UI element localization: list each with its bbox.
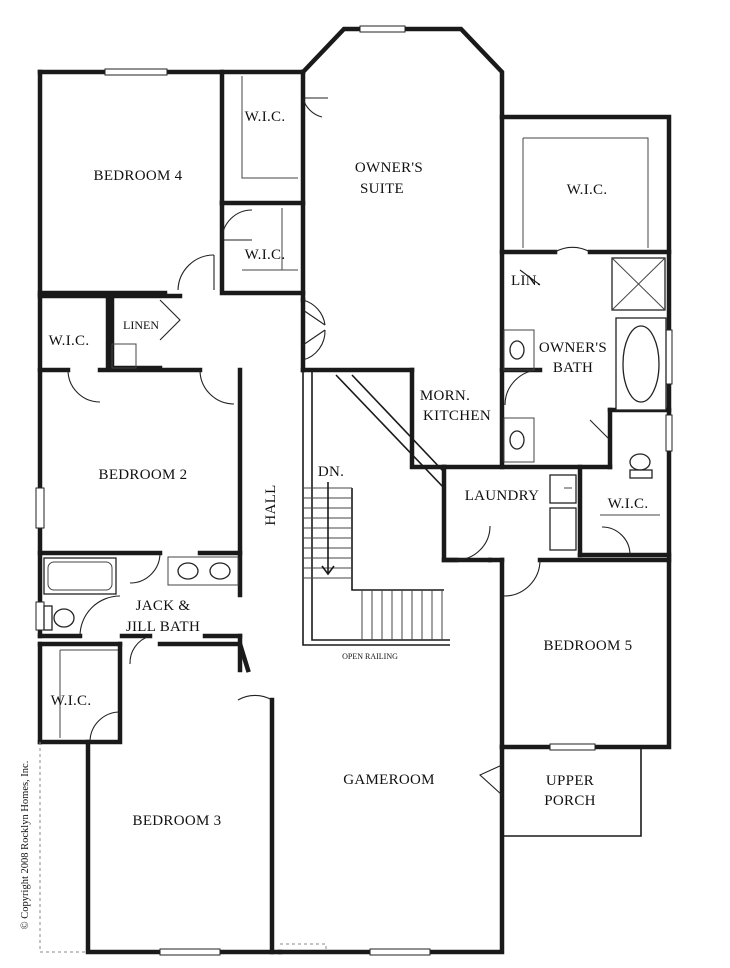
interior-walls bbox=[37, 69, 672, 955]
fixtures bbox=[43, 257, 667, 631]
owners-suite-label-1: OWNER'S bbox=[355, 160, 423, 176]
jack-jill-label-1: JACK & bbox=[136, 598, 191, 614]
wic-bed3-label: W.I.C. bbox=[51, 693, 92, 709]
owners-bath-label-1: OWNER'S bbox=[539, 340, 607, 356]
bedroom-3-label: BEDROOM 3 bbox=[133, 813, 222, 829]
morn-kitchen-label-2: KITCHEN bbox=[423, 408, 491, 424]
stairs bbox=[302, 370, 450, 646]
linen-label: LINEN bbox=[123, 318, 159, 332]
bedroom-2-label: BEDROOM 2 bbox=[99, 467, 188, 483]
morn-kitchen-label-1: MORN. bbox=[420, 388, 470, 404]
wic-owner-label: W.I.C. bbox=[567, 182, 608, 198]
open-railing-label: OPEN RAILING bbox=[342, 652, 398, 661]
hall-label: HALL bbox=[263, 484, 279, 525]
wic-bed5-label: W.I.C. bbox=[608, 496, 649, 512]
lin-label: LIN. bbox=[511, 273, 541, 289]
owners-suite-label-2: SUITE bbox=[360, 181, 404, 197]
owners-bath-label-2: BATH bbox=[553, 360, 593, 376]
bedroom-4-label: BEDROOM 4 bbox=[94, 168, 183, 184]
windows bbox=[35, 25, 673, 956]
door-swings bbox=[67, 97, 631, 796]
dn-label: DN. bbox=[318, 464, 344, 480]
gameroom-label: GAMEROOM bbox=[343, 772, 435, 788]
bedroom-5-label: BEDROOM 5 bbox=[544, 638, 633, 654]
copyright-text: © Copyright 2008 Rocklyn Homes, Inc. bbox=[20, 761, 31, 930]
wic-bed2-label: W.I.C. bbox=[49, 333, 90, 349]
laundry-label: LAUNDRY bbox=[465, 488, 540, 504]
wic-2-label: W.I.C. bbox=[245, 247, 286, 263]
upper-porch-label-1: UPPER bbox=[546, 773, 594, 789]
jack-jill-label-2: JILL BATH bbox=[126, 619, 200, 635]
closet-shelves bbox=[59, 76, 660, 738]
wic-1-label: W.I.C. bbox=[245, 109, 286, 125]
upper-porch-label-2: PORCH bbox=[544, 793, 596, 809]
room-labels: BEDROOM 4 W.I.C. W.I.C. OWNER'S SUITE W.… bbox=[49, 109, 649, 829]
